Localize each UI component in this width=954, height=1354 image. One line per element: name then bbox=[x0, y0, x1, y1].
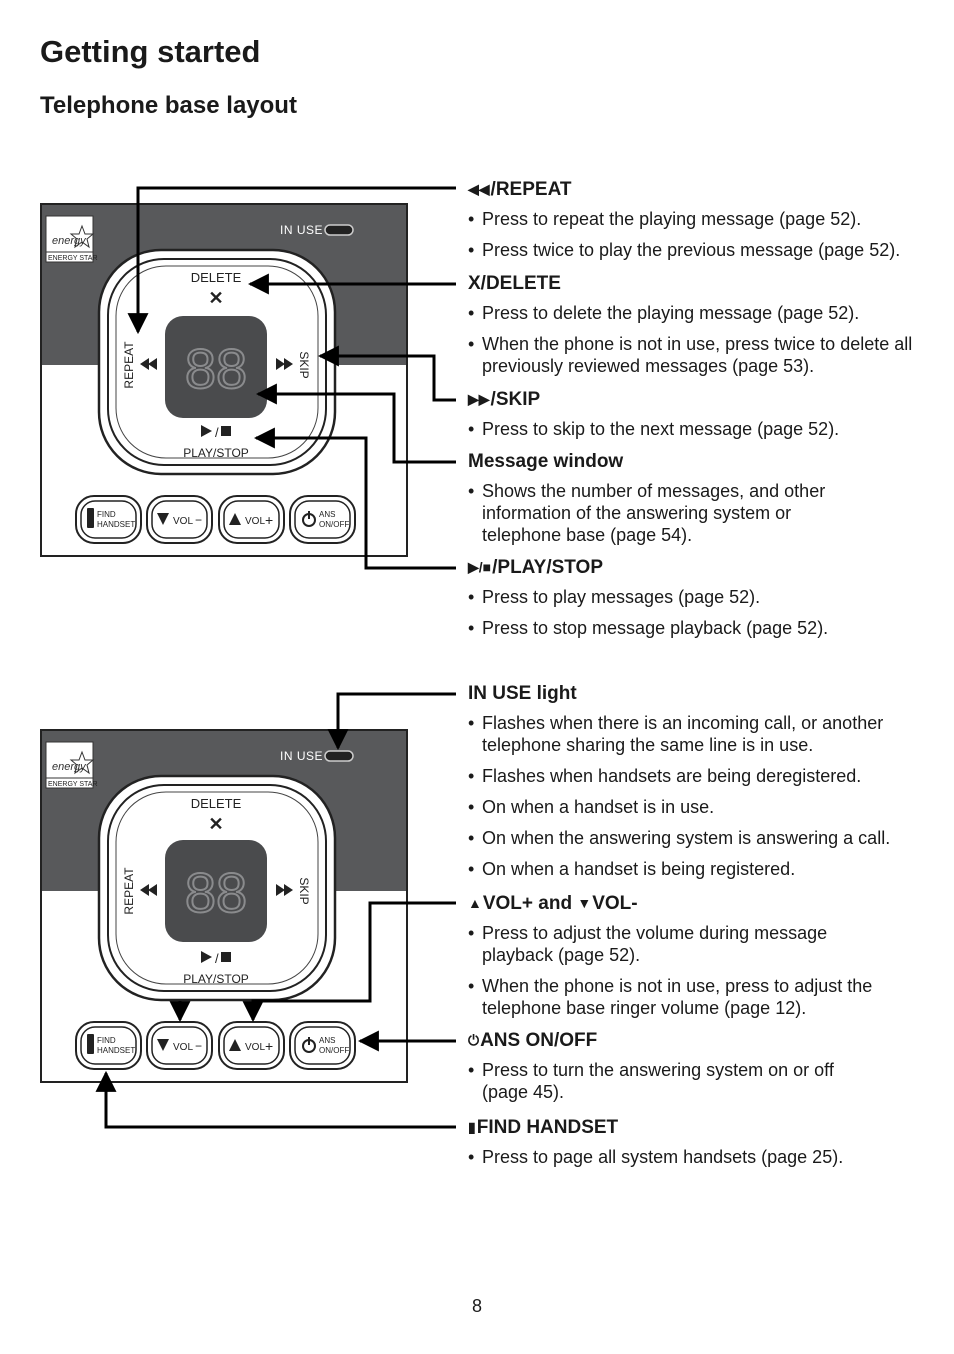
page-subtitle: Telephone base layout bbox=[40, 92, 297, 119]
message-window bbox=[165, 316, 267, 418]
list-item: •When the phone is not in use, press to … bbox=[468, 976, 873, 1018]
triangle-down-icon: ▼ bbox=[577, 895, 592, 911]
skip-label: SKIP bbox=[297, 877, 311, 904]
svg-text:HANDSET: HANDSET bbox=[97, 520, 135, 529]
find-handset-button[interactable]: FIND HANDSET bbox=[75, 1021, 142, 1070]
repeat-label: REPEAT bbox=[122, 867, 136, 915]
repeat-label: REPEAT bbox=[122, 341, 136, 389]
svg-text:−: − bbox=[195, 513, 202, 527]
rewind-icon[interactable] bbox=[140, 358, 157, 370]
ans-on-off-button[interactable]: ANS ON/OFF bbox=[289, 1021, 356, 1070]
svg-text:+: + bbox=[265, 512, 273, 528]
svg-text:FIND: FIND bbox=[97, 510, 116, 519]
svg-text:VOL: VOL bbox=[173, 516, 193, 527]
svg-text:ANS: ANS bbox=[319, 1036, 335, 1045]
in-use-heading: IN USE light bbox=[468, 683, 577, 704]
message-window-heading: Message window bbox=[468, 451, 624, 472]
in-use-light bbox=[324, 224, 354, 236]
svg-text:energy: energy bbox=[52, 761, 87, 773]
list-item: •Press to repeat the playing message (pa… bbox=[468, 209, 862, 229]
svg-text:ON/OFF: ON/OFF bbox=[319, 520, 349, 529]
delete-label: DELETE bbox=[191, 796, 242, 811]
svg-text:VOL: VOL bbox=[245, 1042, 265, 1053]
ans-on-off-button[interactable]: ANS ON/OFF bbox=[289, 495, 356, 544]
svg-text:FIND: FIND bbox=[97, 1036, 116, 1045]
delete-label: DELETE bbox=[191, 270, 242, 285]
fast-forward-icon[interactable] bbox=[276, 358, 293, 370]
base-diagram-top: energy ENERGY STAR IN USE DELETE ✕ 88 RE… bbox=[40, 186, 456, 570]
svg-text:−: − bbox=[195, 1039, 202, 1053]
play-stop-icon[interactable]: / bbox=[201, 425, 231, 440]
find-handset-heading: ▮FIND HANDSET bbox=[468, 1117, 619, 1138]
list-item: •Flashes when handsets are being deregis… bbox=[468, 766, 862, 786]
base-diagram-bottom: energy ENERGY STAR IN USE DELETE ✕ 88 RE… bbox=[40, 692, 456, 1129]
callout-lines bbox=[95, 692, 456, 1129]
fast-forward-icon[interactable] bbox=[276, 884, 293, 896]
callout-lines bbox=[127, 186, 456, 570]
vol-up-button[interactable]: VOL + bbox=[218, 495, 285, 544]
list-item: •Press to skip to the next message (page… bbox=[468, 419, 840, 439]
find-handset-button[interactable]: FIND HANDSET bbox=[75, 495, 142, 544]
svg-text:HANDSET: HANDSET bbox=[97, 1046, 135, 1055]
rewind-icon[interactable] bbox=[140, 884, 157, 896]
power-icon: ⏻ bbox=[468, 1032, 480, 1048]
play-stop-heading: ▶/■/PLAY/STOP bbox=[468, 557, 603, 578]
message-window bbox=[165, 840, 267, 942]
svg-text:VOL: VOL bbox=[173, 1042, 193, 1053]
play-stop-label: PLAY/STOP bbox=[183, 972, 249, 986]
ans-heading: ⏻ANS ON/OFF bbox=[468, 1030, 598, 1051]
list-item: •Press to adjust the volume during messa… bbox=[468, 923, 828, 965]
svg-text:ANS: ANS bbox=[319, 510, 335, 519]
skip-label: SKIP bbox=[297, 351, 311, 378]
list-item: •Press to stop message playback (page 52… bbox=[468, 618, 829, 638]
svg-text:+: + bbox=[265, 1038, 273, 1054]
svg-text:energy: energy bbox=[52, 235, 87, 247]
svg-text:/: / bbox=[215, 425, 219, 440]
list-item: •When the phone is not in use, press twi… bbox=[468, 334, 913, 376]
in-use-light bbox=[324, 750, 354, 762]
list-item: •On when a handset is being registered. bbox=[468, 859, 796, 879]
energy-star-logo: energy ENERGY STAR bbox=[45, 215, 98, 263]
energy-star-logo: energy ENERGY STAR bbox=[45, 741, 98, 789]
list-item: •Shows the number of messages, and other… bbox=[468, 481, 826, 545]
list-item: •On when a handset is in use. bbox=[468, 797, 715, 817]
svg-text:ENERGY STAR: ENERGY STAR bbox=[48, 255, 98, 262]
page-number: 8 bbox=[471, 1296, 482, 1316]
vol-down-button[interactable]: VOL − bbox=[146, 495, 213, 544]
page-title: Getting started bbox=[40, 34, 261, 69]
message-window-digits: 88 bbox=[185, 861, 247, 924]
list-item: •Press to play messages (page 52). bbox=[468, 587, 761, 607]
delete-x-icon[interactable]: ✕ bbox=[208, 814, 223, 834]
rewind-icon: ◀◀ bbox=[468, 181, 490, 197]
list-item: •Press to page all system handsets (page… bbox=[468, 1147, 844, 1167]
message-window-digits: 88 bbox=[185, 337, 247, 400]
delete-x-icon[interactable]: ✕ bbox=[208, 288, 223, 308]
list-item: •Press to turn the answering system on o… bbox=[468, 1060, 834, 1102]
in-use-label: IN USE bbox=[280, 223, 323, 237]
list-item: •Press twice to play the previous messag… bbox=[468, 240, 901, 260]
volume-heading: ▲VOL+ and ▼VOL- bbox=[468, 893, 638, 914]
triangle-up-icon: ▲ bbox=[468, 895, 482, 911]
delete-heading: X/DELETE bbox=[468, 273, 561, 294]
svg-text:ON/OFF: ON/OFF bbox=[319, 1046, 349, 1055]
skip-heading: ▶▶/SKIP bbox=[468, 389, 541, 410]
fast-forward-icon: ▶▶ bbox=[468, 391, 490, 407]
play-stop-icon[interactable]: / bbox=[201, 951, 231, 966]
svg-text:VOL: VOL bbox=[245, 516, 265, 527]
svg-text:ENERGY STAR: ENERGY STAR bbox=[48, 781, 98, 788]
svg-text:/: / bbox=[215, 951, 219, 966]
repeat-heading: ◀◀/REPEAT bbox=[468, 179, 572, 200]
list-item: •Press to delete the playing message (pa… bbox=[468, 303, 860, 323]
vol-down-button[interactable]: VOL − bbox=[146, 1021, 213, 1070]
handset-icon: ▮ bbox=[468, 1119, 476, 1135]
list-item: •Flashes when there is an incoming call,… bbox=[468, 713, 884, 755]
list-item: •On when the answering system is answeri… bbox=[468, 828, 891, 848]
play-stop-label: PLAY/STOP bbox=[183, 446, 249, 460]
vol-up-button[interactable]: VOL + bbox=[218, 1021, 285, 1070]
play-stop-icon: ▶/■ bbox=[468, 559, 492, 575]
in-use-label: IN USE bbox=[280, 749, 323, 763]
